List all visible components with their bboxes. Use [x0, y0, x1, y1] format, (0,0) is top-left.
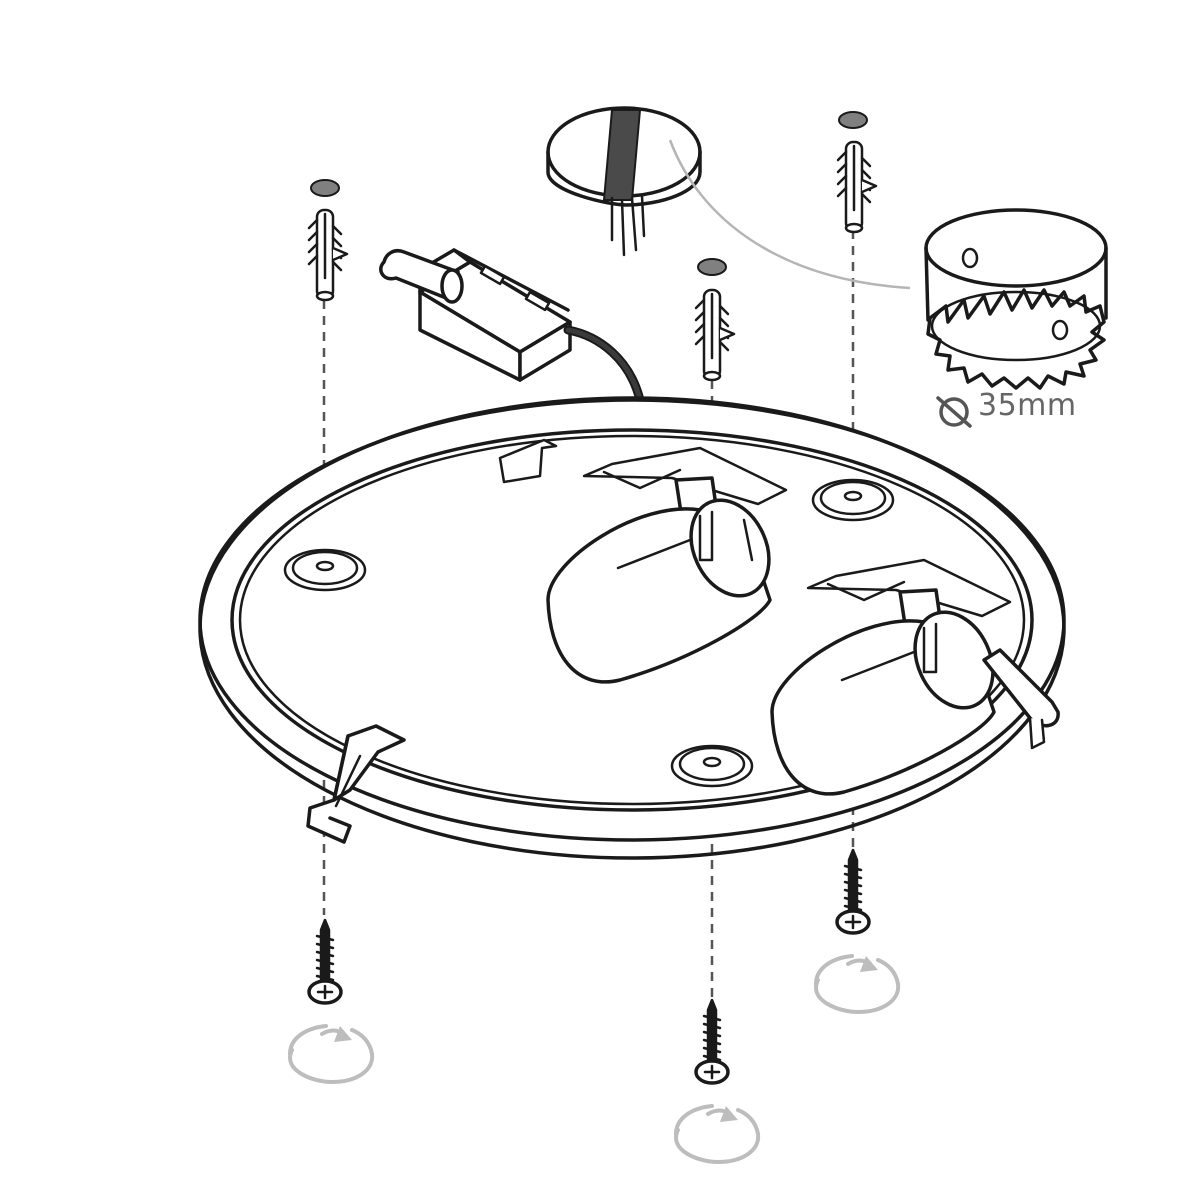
ceiling-hole-center: [697, 258, 727, 276]
screw-icon: [835, 848, 871, 935]
wall-plug-icon: [836, 140, 878, 234]
ceiling-hole-right: [838, 111, 868, 129]
terminal-block-icon: [379, 248, 645, 405]
screw-icon: [307, 918, 343, 1005]
wall-plug-icon: [694, 288, 736, 382]
lamp-socket-icon: [770, 558, 1012, 796]
wall-plug-icon: [307, 208, 349, 302]
hole-diameter-label: 35mm: [978, 388, 1077, 423]
plate-tab: [498, 438, 558, 484]
plate-mounting-hole-left: [283, 548, 367, 592]
spring-clip-icon: [306, 724, 406, 844]
plate-mounting-hole-center: [670, 744, 754, 788]
diameter-icon: [936, 396, 972, 428]
spring-clip-icon: [982, 648, 1060, 750]
lamp-socket-icon: [546, 446, 788, 684]
hole-saw-icon: [924, 208, 1108, 390]
rotate-clockwise-icon: [814, 954, 901, 1014]
ceiling-junction-box-icon: [546, 106, 911, 290]
rotate-clockwise-icon: [674, 1104, 761, 1164]
screw-icon: [694, 998, 730, 1085]
ceiling-hole-left: [310, 179, 340, 197]
plate-mounting-hole-right: [811, 478, 895, 522]
rotate-clockwise-icon: [288, 1024, 375, 1084]
